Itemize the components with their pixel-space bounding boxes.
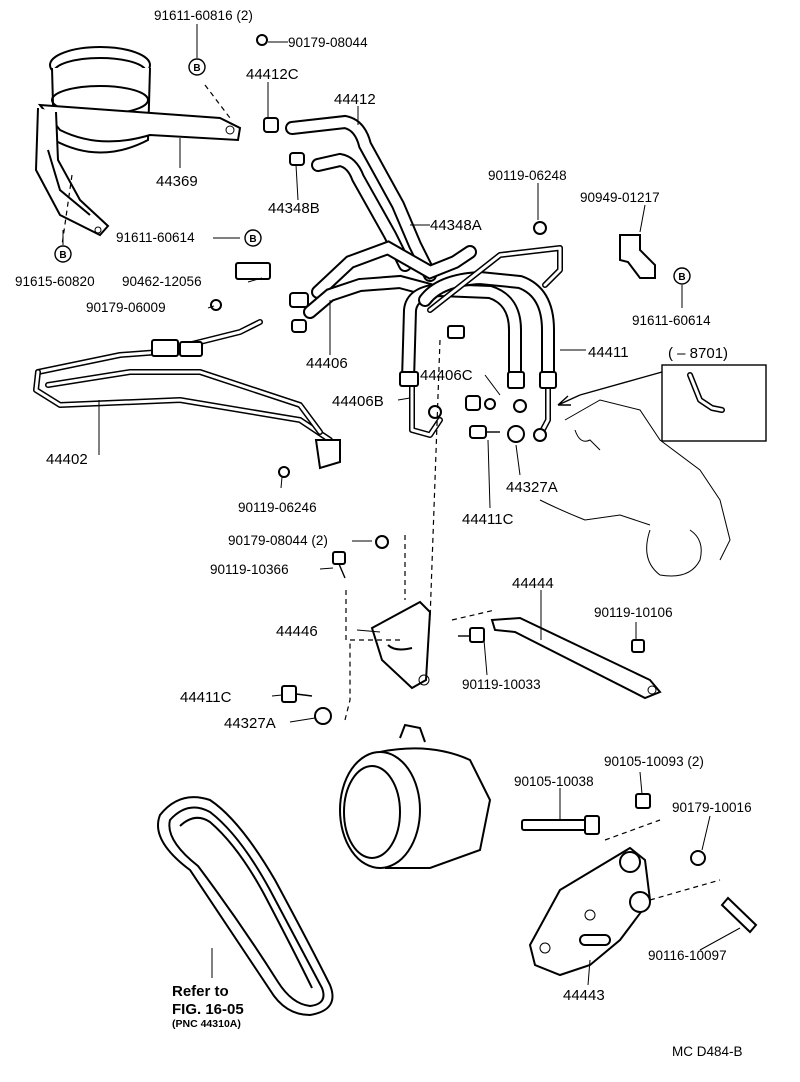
label-90179-08044-top: 90179-08044 bbox=[288, 35, 368, 50]
label-44411C-bot: 44411C bbox=[180, 689, 232, 706]
label-44411C-top: 44411C bbox=[462, 511, 514, 528]
label-44412: 44412 bbox=[334, 91, 376, 108]
drive-belt bbox=[157, 796, 334, 1017]
label-91611-60614-b: 91611-60614 bbox=[632, 313, 711, 328]
reference-note: Refer to FIG. 16-05 (PNC 44310A) bbox=[172, 983, 244, 1030]
label-44443: 44443 bbox=[563, 987, 605, 1004]
note-fig: FIG. 16-05 bbox=[172, 1001, 244, 1018]
return-hoses bbox=[235, 114, 477, 333]
label-44444: 44444 bbox=[512, 575, 554, 592]
pressure-tube-assembly bbox=[33, 319, 341, 470]
label-44406B: 44406B bbox=[332, 393, 384, 410]
label-44327A-bot: 44327A bbox=[224, 715, 276, 732]
label-44406: 44406 bbox=[306, 355, 348, 372]
part-labels: 91611-60816 (2) 90179-08044 44412C 44412… bbox=[15, 8, 752, 1004]
label-90116-10097: 90116-10097 bbox=[648, 948, 727, 963]
svg-text:B: B bbox=[193, 63, 200, 74]
label-44348A: 44348A bbox=[430, 217, 482, 234]
label-44446: 44446 bbox=[276, 623, 318, 640]
b-mark: B bbox=[54, 245, 72, 263]
label-44348B: 44348B bbox=[268, 200, 320, 217]
leader-lines bbox=[62, 24, 741, 986]
note-refer-to: Refer to bbox=[172, 983, 229, 1000]
label-91611-60614-a: 91611-60614 bbox=[116, 230, 195, 245]
label-90119-06248: 90119-06248 bbox=[488, 168, 567, 183]
b-mark: B bbox=[673, 267, 691, 285]
label-90119-10033: 90119-10033 bbox=[462, 677, 541, 692]
label-44411: 44411 bbox=[588, 344, 629, 361]
engine-outline bbox=[539, 364, 767, 577]
svg-text:B: B bbox=[678, 272, 685, 283]
label-90179-10016: 90179-10016 bbox=[672, 800, 752, 815]
label-44406C: 44406C bbox=[420, 367, 473, 384]
label-90119-10366: 90119-10366 bbox=[210, 562, 289, 577]
label-90119-06246: 90119-06246 bbox=[238, 500, 317, 515]
label-90105-10093: 90105-10093 (2) bbox=[604, 754, 704, 769]
label-44327A-top: 44327A bbox=[506, 479, 558, 496]
svg-text:B: B bbox=[249, 234, 256, 245]
power-steering-pump bbox=[339, 723, 600, 869]
footer-code: MC D484-B bbox=[672, 1044, 743, 1059]
b-mark: B bbox=[244, 229, 262, 247]
b-mark: B bbox=[188, 58, 206, 76]
label-90949-01217: 90949-01217 bbox=[580, 190, 660, 205]
b-marks: B B B B bbox=[54, 58, 691, 285]
pump-brackets bbox=[344, 339, 721, 977]
svg-text:B: B bbox=[59, 250, 66, 261]
pressure-hose bbox=[399, 245, 563, 442]
label-44369: 44369 bbox=[156, 173, 198, 190]
label-90179-06009: 90179-06009 bbox=[86, 300, 166, 315]
reservoir-assembly bbox=[34, 46, 242, 246]
label-44412C: 44412C bbox=[246, 66, 299, 83]
label-8701: ( – 8701) bbox=[668, 345, 728, 362]
label-44402: 44402 bbox=[46, 451, 88, 468]
label-90462-12056: 90462-12056 bbox=[122, 274, 202, 289]
label-91611-60816: 91611-60816 (2) bbox=[154, 8, 253, 23]
label-90119-10106: 90119-10106 bbox=[594, 605, 673, 620]
label-90179-08044-2: 90179-08044 (2) bbox=[228, 533, 328, 548]
fasteners bbox=[210, 34, 758, 934]
note-pnc: (PNC 44310A) bbox=[172, 1018, 241, 1030]
label-90105-10038: 90105-10038 bbox=[514, 774, 594, 789]
label-91615-60820: 91615-60820 bbox=[15, 274, 95, 289]
